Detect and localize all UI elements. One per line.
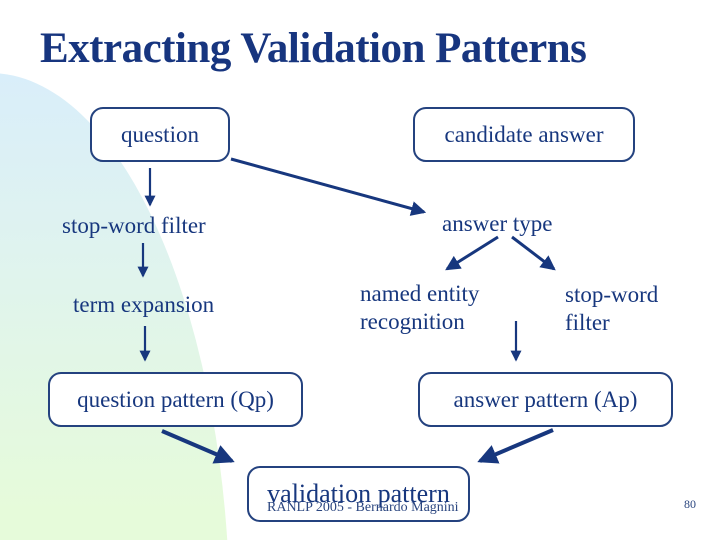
node-stop-word-filter: stop-word filter <box>62 213 206 238</box>
node-question-pattern-label: question pattern (Qp) <box>77 386 274 412</box>
node-candidate-answer: candidate answer <box>413 107 635 162</box>
node-question-label: question <box>121 121 199 147</box>
node-question: question <box>90 107 230 162</box>
node-answer-type: answer type <box>442 211 553 236</box>
arrow-answer-type-to-stop-word-filter-right <box>511 235 556 271</box>
node-answer-pattern-label: answer pattern (Ap) <box>453 386 638 412</box>
node-stop-word-filter-right: stop-word filter <box>565 282 659 336</box>
node-named-entity-recognition: named entity recognition <box>360 281 480 335</box>
node-validation-pattern-label: validation pattern <box>267 479 450 508</box>
arrow-answer-type-to-named-entity-recognition <box>445 235 499 271</box>
node-term-expansion: term expansion <box>73 292 215 317</box>
node-answer-pattern: answer pattern (Ap) <box>418 372 673 427</box>
slide-page-number: 80 <box>684 497 696 511</box>
node-validation-pattern: validation pattern <box>247 466 470 522</box>
arrow-question-to-answer-type <box>230 157 427 216</box>
node-question-pattern: question pattern (Qp) <box>48 372 303 427</box>
slide-title: Extracting Validation Patterns <box>40 25 587 72</box>
slide-footer: RANLP 2005 - Bernardo Magnini <box>267 500 459 515</box>
arrow-answer-pattern-to-validation-pattern <box>477 428 554 464</box>
node-candidate-answer-label: candidate answer <box>444 121 604 147</box>
